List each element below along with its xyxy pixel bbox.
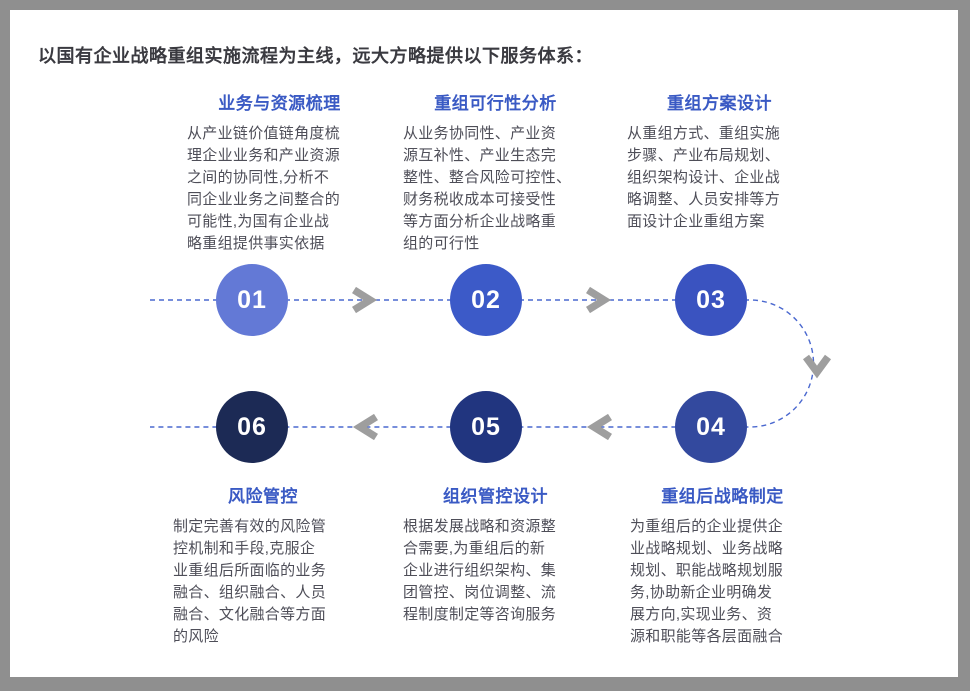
step-title: 重组可行性分析 — [434, 94, 557, 113]
arrow-right-icon — [586, 286, 612, 314]
step-block-01: 业务与资源梳理 从产业链价值链角度梳 理企业业务和产业资源 之间的协同性,分析不… — [187, 93, 372, 255]
step-block-02: 重组可行性分析 从业务协同性、产业资 源互补性、产业生态完 整性、整合风险可控性… — [403, 93, 588, 255]
step-description: 为重组后的企业提供企 业战略规划、业务战略 规划、职能战略规划服 务,协助新企业… — [630, 518, 784, 645]
step-circle-05: 05 — [450, 391, 522, 463]
step-block-03: 重组方案设计 从重组方式、重组实施 步骤、产业布局规划、 组织架构设计、企业战 … — [627, 93, 812, 233]
step-title: 组织管控设计 — [443, 487, 548, 506]
step-number: 04 — [696, 412, 726, 441]
step-number: 02 — [471, 285, 501, 314]
step-block-04: 重组后战略制定 为重组后的企业提供企 业战略规划、业务战略 规划、职能战略规划服… — [630, 486, 815, 648]
step-description: 从重组方式、重组实施 步骤、产业布局规划、 组织架构设计、企业战 略调整、人员安… — [627, 125, 781, 230]
step-title: 业务与资源梳理 — [218, 94, 341, 113]
step-description: 根据发展战略和资源整 合需要,为重组后的新 企业进行组织架构、集 团管控、岗位调… — [403, 518, 557, 623]
arrow-left-icon — [352, 413, 378, 441]
step-description: 制定完善有效的风险管 控机制和手段,克服企 业重组后所面临的业务 融合、组织融合… — [173, 518, 327, 645]
step-title: 风险管控 — [228, 487, 298, 506]
slide-page: 以国有企业战略重组实施流程为主线，远大方略提供以下服务体系： 业务与资源梳理 从… — [10, 10, 958, 677]
step-number: 03 — [696, 285, 726, 314]
step-description: 从业务协同性、产业资 源互补性、产业生态完 整性、整合风险可控性、 财务税收成本… — [403, 125, 572, 252]
page-title: 以国有企业战略重组实施流程为主线，远大方略提供以下服务体系： — [38, 46, 593, 66]
step-description: 从产业链价值链角度梳 理企业业务和产业资源 之间的协同性,分析不 同企业业务之间… — [187, 125, 341, 252]
arrow-down-icon — [802, 354, 832, 379]
flow-dashed-path — [150, 299, 815, 428]
step-circle-02: 02 — [450, 264, 522, 336]
step-circle-03: 03 — [675, 264, 747, 336]
step-number: 06 — [237, 412, 267, 441]
step-number: 01 — [237, 285, 267, 314]
step-title: 重组方案设计 — [667, 94, 772, 113]
step-circle-04: 04 — [675, 391, 747, 463]
arrow-right-icon — [352, 286, 378, 314]
step-circle-06: 06 — [216, 391, 288, 463]
step-block-05: 组织管控设计 根据发展战略和资源整 合需要,为重组后的新 企业进行组织架构、集 … — [403, 486, 588, 626]
step-block-06: 风险管控 制定完善有效的风险管 控机制和手段,克服企 业重组后所面临的业务 融合… — [173, 486, 353, 648]
flow-connector — [150, 286, 832, 441]
arrow-left-icon — [586, 413, 612, 441]
step-circle-01: 01 — [216, 264, 288, 336]
step-number: 05 — [471, 412, 501, 441]
step-title: 重组后战略制定 — [661, 487, 784, 506]
